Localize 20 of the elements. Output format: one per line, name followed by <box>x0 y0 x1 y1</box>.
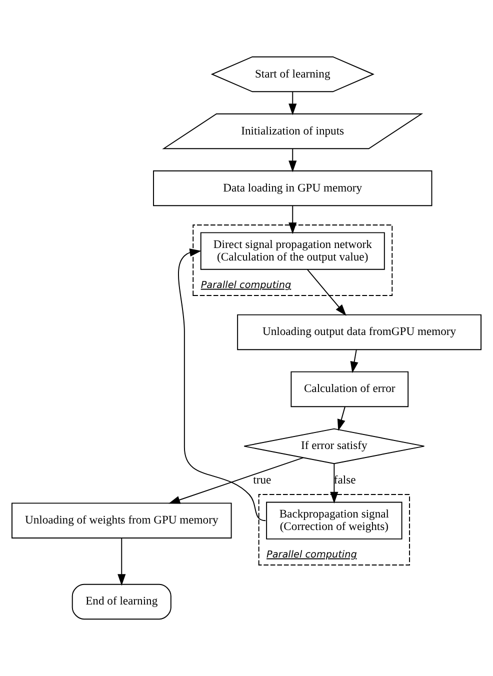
node-box: Unloading output data fromGPU memory <box>237 314 482 350</box>
arrow <box>288 148 297 172</box>
arrow <box>288 205 297 234</box>
node-box: Calculation of error <box>290 371 409 408</box>
arrow <box>330 463 338 504</box>
arrow <box>168 457 304 504</box>
edge-label: true <box>253 473 272 486</box>
edge-label: false <box>334 473 356 486</box>
node-diamond: If error satisfy <box>244 428 425 464</box>
node-box: Unloading of weights from GPU memory <box>12 502 232 538</box>
node-box: Data loading in GPU memory <box>153 170 432 206</box>
arrow <box>178 248 266 522</box>
arrow <box>118 538 126 586</box>
arrow <box>288 91 297 116</box>
arrow <box>306 269 346 316</box>
arrow <box>350 349 358 374</box>
node-box: End of learning <box>72 584 172 620</box>
node-box: Backpropagation signal (Correction of weights) <box>266 502 402 540</box>
node-box: Direct signal propagation network (Calculation of the output value) <box>200 232 385 270</box>
arrow <box>337 406 346 431</box>
